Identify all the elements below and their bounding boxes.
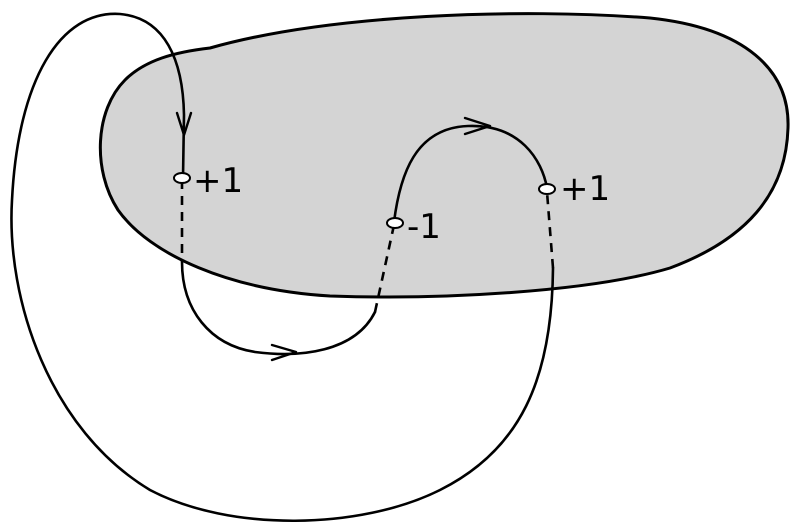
right-arrow-icon	[270, 343, 298, 362]
intersection-label-left: +1	[193, 161, 243, 201]
intersection-label-right: +1	[560, 169, 610, 209]
intersection-marker-right	[538, 183, 556, 195]
intersection-marker-left	[173, 172, 191, 184]
right-strand-hidden	[545, 191, 555, 269]
intersection-label-middle: -1	[407, 207, 441, 247]
shaded-surface	[98, 12, 790, 299]
down-arrow-icon	[175, 111, 193, 137]
outer-loop-curve	[10, 12, 555, 523]
upper-arc-curve	[392, 124, 549, 224]
intersection-marker-middle	[386, 217, 404, 229]
lower-arc-curve	[180, 260, 377, 356]
top-arrow-icon	[463, 116, 492, 136]
